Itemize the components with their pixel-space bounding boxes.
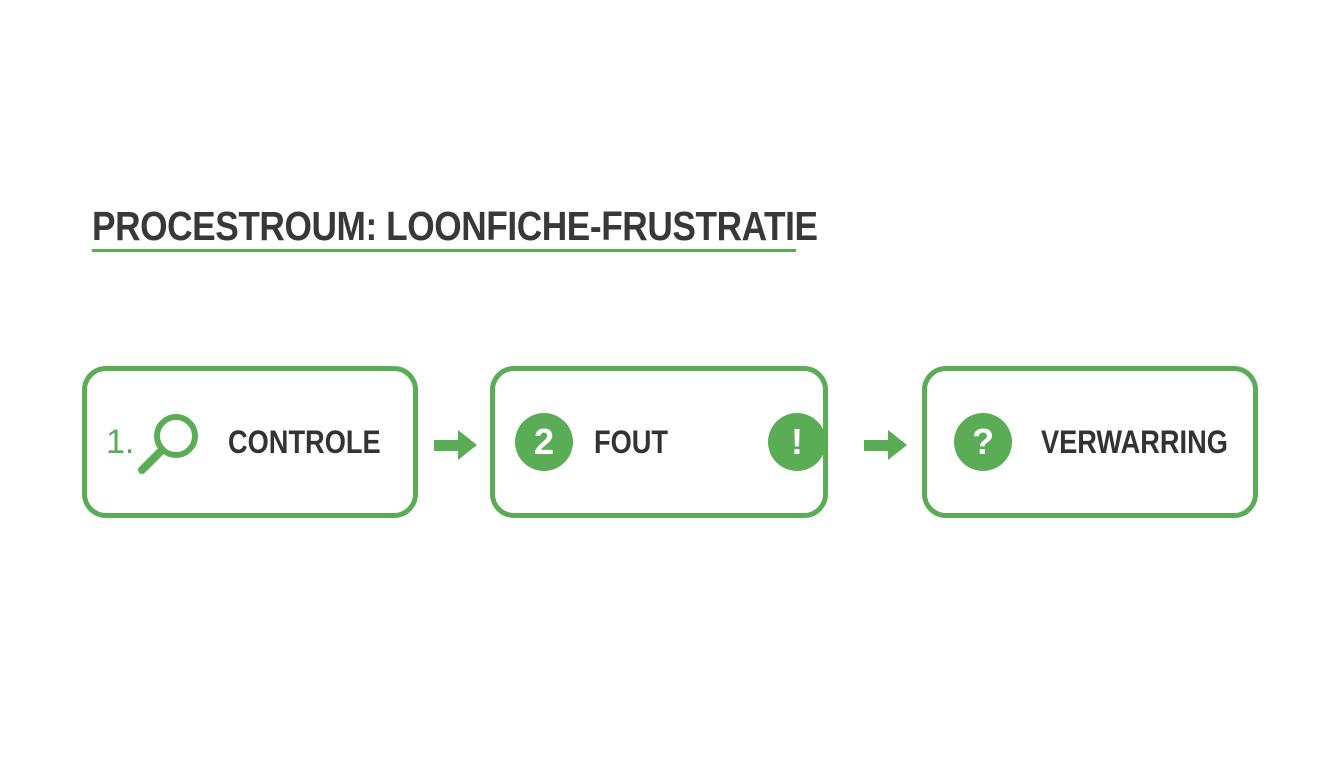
- title-underline: [92, 249, 796, 252]
- magnifier-icon: [136, 410, 206, 478]
- step-box-controle: [82, 366, 418, 518]
- step-label-fout: FOUT: [594, 424, 669, 460]
- step-label-controle: CONTROLE: [228, 424, 381, 460]
- step-number-2-badge: 2: [515, 413, 573, 471]
- question-icon: ?: [954, 413, 1012, 471]
- arrow-right-icon: [432, 428, 478, 462]
- step-label-verwarring: VERWARRING: [1041, 424, 1228, 460]
- step-number-1: 1.: [106, 423, 135, 461]
- step-box-verwarring: [922, 366, 1258, 518]
- arrow-right-icon: [862, 428, 908, 462]
- diagram-title: PROCESTROUM: LOONFICHE-FRUSTRATIE: [92, 203, 818, 249]
- exclamation-icon: !: [768, 413, 826, 471]
